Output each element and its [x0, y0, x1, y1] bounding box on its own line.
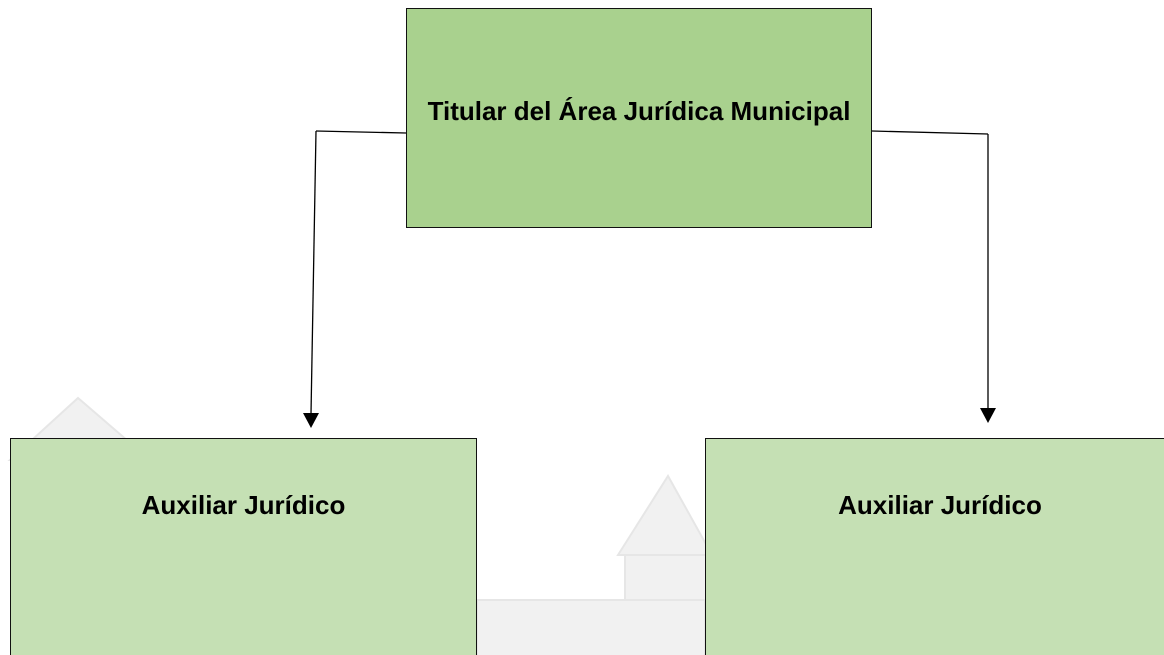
watermark-tower-roof	[616, 474, 714, 556]
watermark-tower	[624, 554, 708, 655]
connector-left-horizontal	[315, 130, 407, 134]
connector-right-horizontal	[871, 130, 989, 135]
child-node-label-right: Auxiliar Jurídico	[838, 489, 1042, 520]
child-node-box-right: Auxiliar Jurídico	[705, 438, 1164, 655]
child-node-label-left: Auxiliar Jurídico	[141, 489, 346, 520]
arrowhead-right	[980, 408, 996, 423]
child-node-box-left: Auxiliar Jurídico	[10, 438, 477, 655]
watermark-wall	[476, 599, 706, 655]
root-node-label: Titular del Área Jurídica Municipal	[427, 95, 851, 126]
root-node-box: Titular del Área Jurídica Municipal	[406, 8, 872, 228]
arrowhead-left	[303, 413, 319, 428]
connector-left-vertical	[310, 130, 317, 415]
